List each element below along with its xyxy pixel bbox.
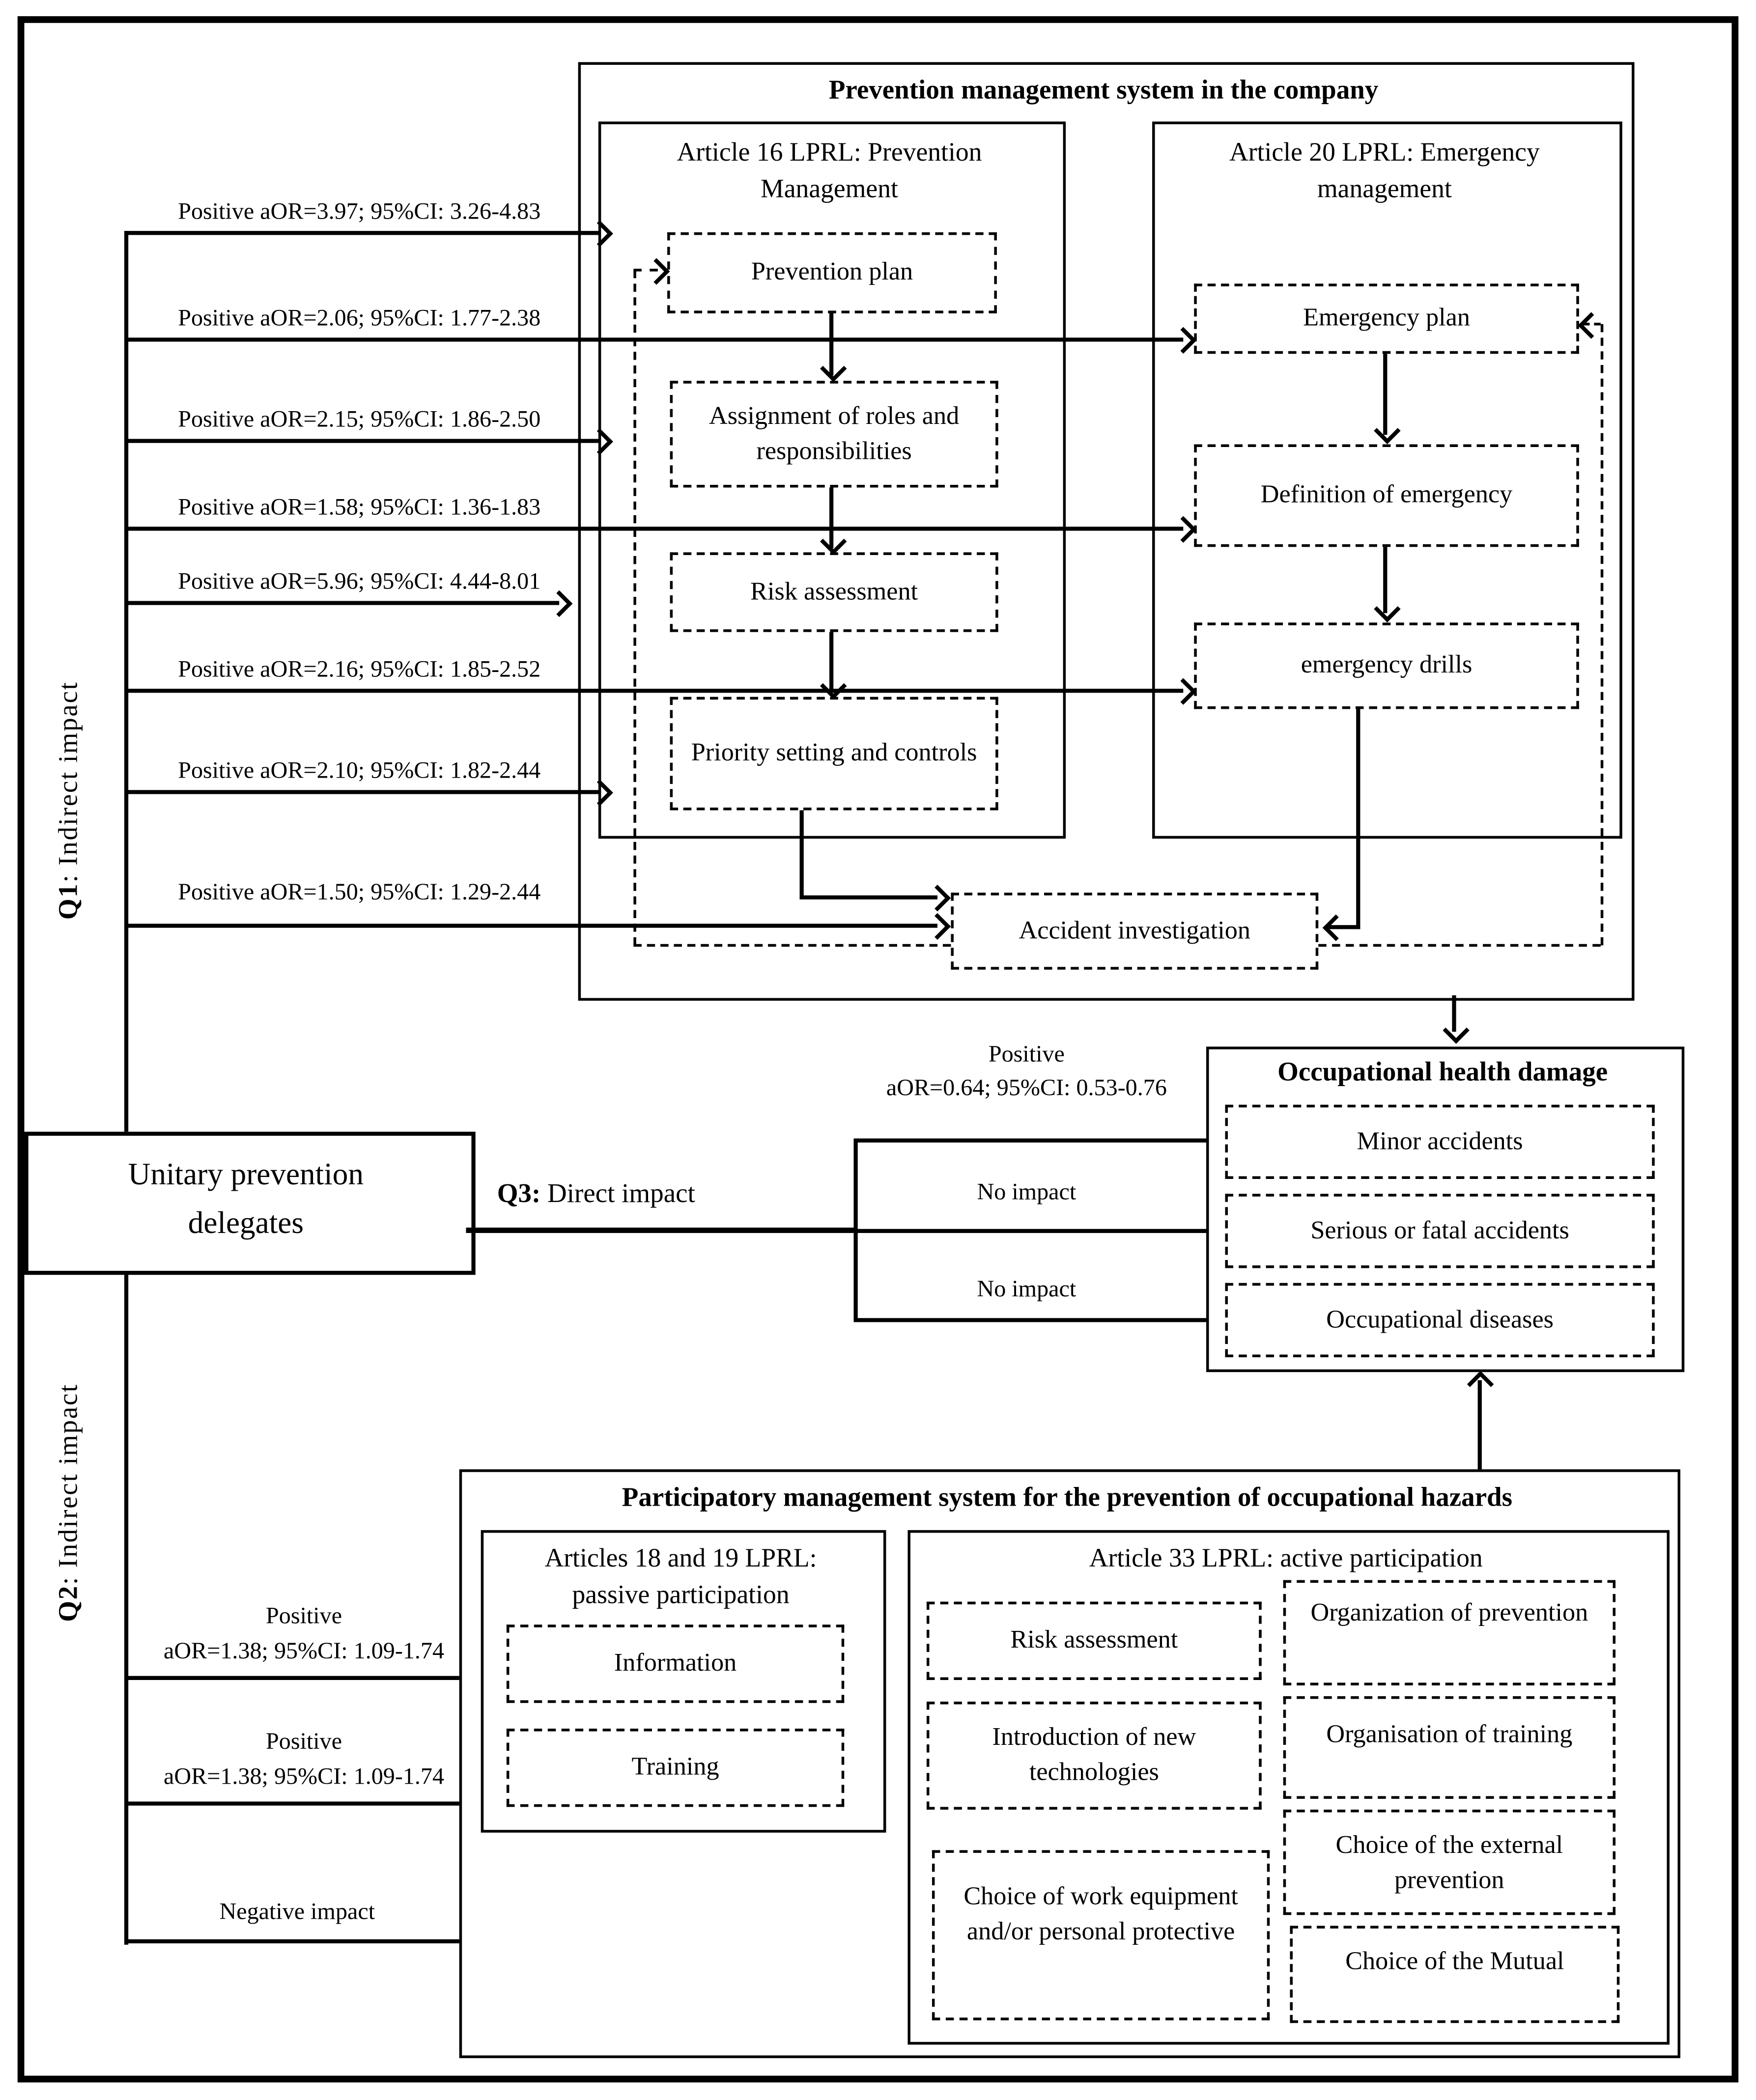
article20-title-line1: Article 20 LPRL: Emergency [1229,139,1540,168]
q3-label-bold: Q3: [497,1179,541,1209]
q2-arrow2-line [125,1801,465,1806]
dashed-left-bottom-hline [633,944,951,947]
unitary-line2: delegates [188,1206,304,1240]
q1-arrow8-line [125,924,937,928]
box-prevention-plan: Prevention plan [667,232,997,313]
q3-positive-label-line2: aOR=0.64; 95%CI: 0.53-0.76 [886,1073,1167,1101]
dashed-right-elbow [1583,323,1601,326]
box-training: Training [506,1728,845,1807]
unitary-delegates-box [24,1131,476,1275]
box-priority-setting: Priority setting and controls [670,697,998,811]
q2-arrow2-label-line2: aOR=1.38; 95%CI: 1.09-1.74 [164,1762,445,1790]
q1-arrow7-line [125,790,600,794]
q1-label-rest: : Indirect impact [54,681,84,883]
box-minor-accidents: Minor accidents [1225,1104,1655,1179]
box-occupational-diseases: Occupational diseases [1225,1283,1655,1357]
dashed-left-elbow [633,269,658,272]
article20-title-line2: management [1317,175,1452,204]
q1-arrow1-label: Positive aOR=3.97; 95%CI: 3.26-4.83 [178,197,541,224]
arrow-participatory-ohd-line [1477,1380,1482,1470]
arrow-prevplan-assignment-line [829,313,834,376]
passive-participation-title: Articles 18 and 19 LPRL: passive partici… [481,1541,881,1614]
passive-title-line1: Articles 18 and 19 LPRL: [544,1545,817,1573]
q3-label: Q3: Direct impact [497,1179,781,1209]
q1-arrow8-label: Positive aOR=1.50; 95%CI: 1.29-2.44 [178,877,541,905]
q3-noimpact2-label: No impact [977,1275,1076,1302]
q3-branch-line [853,1138,858,1322]
arrow-definition-drills-line [1383,547,1388,614]
box-accident-investigation: Accident investigation [951,893,1319,970]
q3-arrow1-line [856,1138,1211,1143]
health-damage-title: Occupational health damage [1277,1057,1608,1088]
box-choice-work-equipment: Choice of work equipment and/or personal… [932,1850,1270,2020]
q2-arrow1-line [125,1676,465,1680]
q2-arrow2-label-line1: Positive [266,1727,342,1755]
box-choice-external-prevention: Choice of the external prevention [1283,1809,1616,1915]
q1-arrow5-label: Positive aOR=5.96; 95%CI: 4.44-8.01 [178,567,541,594]
arrow-risk-priority-line [829,632,834,693]
q1-arrow6-line [125,689,1184,693]
dashed-right-vline [1600,324,1604,946]
box-risk-assessment: Risk assessment [670,552,998,632]
q1-arrow7-label: Positive aOR=2.10; 95%CI: 1.82-2.44 [178,756,541,784]
q1-arrow6-label: Positive aOR=2.16; 95%CI: 1.85-2.52 [178,655,541,682]
dashed-left-vline [633,270,636,946]
article20-title: Article 20 LPRL: Emergency management [1152,135,1617,208]
q1-arrow3-line [125,439,600,443]
q1-arrow1-line [125,231,600,235]
q3-main-line [466,1228,856,1233]
box-serious-fatal-accidents: Serious or fatal accidents [1225,1194,1655,1268]
q1-arrow2-label: Positive aOR=2.06; 95%CI: 1.77-2.38 [178,304,541,331]
box-emergency-plan: Emergency plan [1194,283,1579,354]
q2-arrow3-label: Negative impact [219,1897,375,1925]
arrow-prevention-ohd-line [1452,995,1456,1032]
q1-arrow2-line [125,337,1184,342]
q3-arrow3-line [856,1318,1211,1322]
q2-vertical-label: Q2: Indirect impact [54,1334,85,1672]
box-emergency-drills: emergency drills [1194,622,1579,709]
box-new-technologies: Introduction of new technologies [926,1701,1262,1810]
q3-arrow2-line [856,1229,1211,1233]
box-assignment-roles: Assignment of roles and responsibilities [670,381,998,488]
prevention-system-title: Prevention management system in the comp… [828,75,1379,106]
q1-spine [124,231,129,1132]
q1-vertical-label: Q1: Indirect impact [54,632,85,970]
q3-positive-label-line1: Positive [988,1039,1065,1067]
article16-title-line2: Management [761,175,898,204]
q1-label-bold: Q1 [54,883,84,921]
q2-arrow1-label-line1: Positive [266,1601,342,1629]
q1-arrow3-label: Positive aOR=2.15; 95%CI: 1.86-2.50 [178,405,541,432]
box-organization-prevention: Organization of prevention [1283,1580,1616,1686]
q1-arrow4-label: Positive aOR=1.58; 95%CI: 1.36-1.83 [178,493,541,520]
q1-arrow5-line [125,601,560,605]
article16-title: Article 16 LPRL: Prevention Management [598,135,1060,208]
q2-arrow1-label-line2: aOR=1.38; 95%CI: 1.09-1.74 [164,1637,445,1664]
box-choice-mutual: Choice of the Mutual [1290,1926,1620,2023]
box-risk-assessment-33: Risk assessment [926,1601,1262,1680]
participatory-title: Participatory management system for the … [622,1483,1512,1513]
arrow-emergplan-definition-line [1383,354,1388,435]
arrow-drills-accident-hline [1326,925,1360,929]
unitary-delegates-text: Unitary prevention delegates [24,1150,467,1248]
q2-label-bold: Q2 [54,1585,84,1623]
active-participation-title: Article 33 LPRL: active participation [1089,1545,1483,1573]
box-definition-emergency: Definition of emergency [1194,444,1579,547]
unitary-line1: Unitary prevention [128,1157,364,1191]
box-information: Information [506,1624,845,1703]
arrow-priority-accident-vline [799,810,804,899]
q1-arrow4-line [125,527,1184,531]
passive-title-line2: passive participation [572,1581,790,1610]
q2-label-rest: : Indirect impact [54,1383,84,1586]
q2-spine [124,1266,129,1945]
q3-label-rest: Direct impact [540,1179,695,1209]
arrow-drills-accident-vline [1356,709,1360,929]
arrow-priority-accident-hline [799,895,937,899]
q3-noimpact1-label: No impact [977,1177,1076,1205]
dashed-right-bottom-hline [1318,944,1601,947]
article16-title-line1: Article 16 LPRL: Prevention [677,139,982,168]
box-organisation-training: Organisation of training [1283,1696,1616,1799]
arrow-assignment-risk-line [829,487,834,549]
